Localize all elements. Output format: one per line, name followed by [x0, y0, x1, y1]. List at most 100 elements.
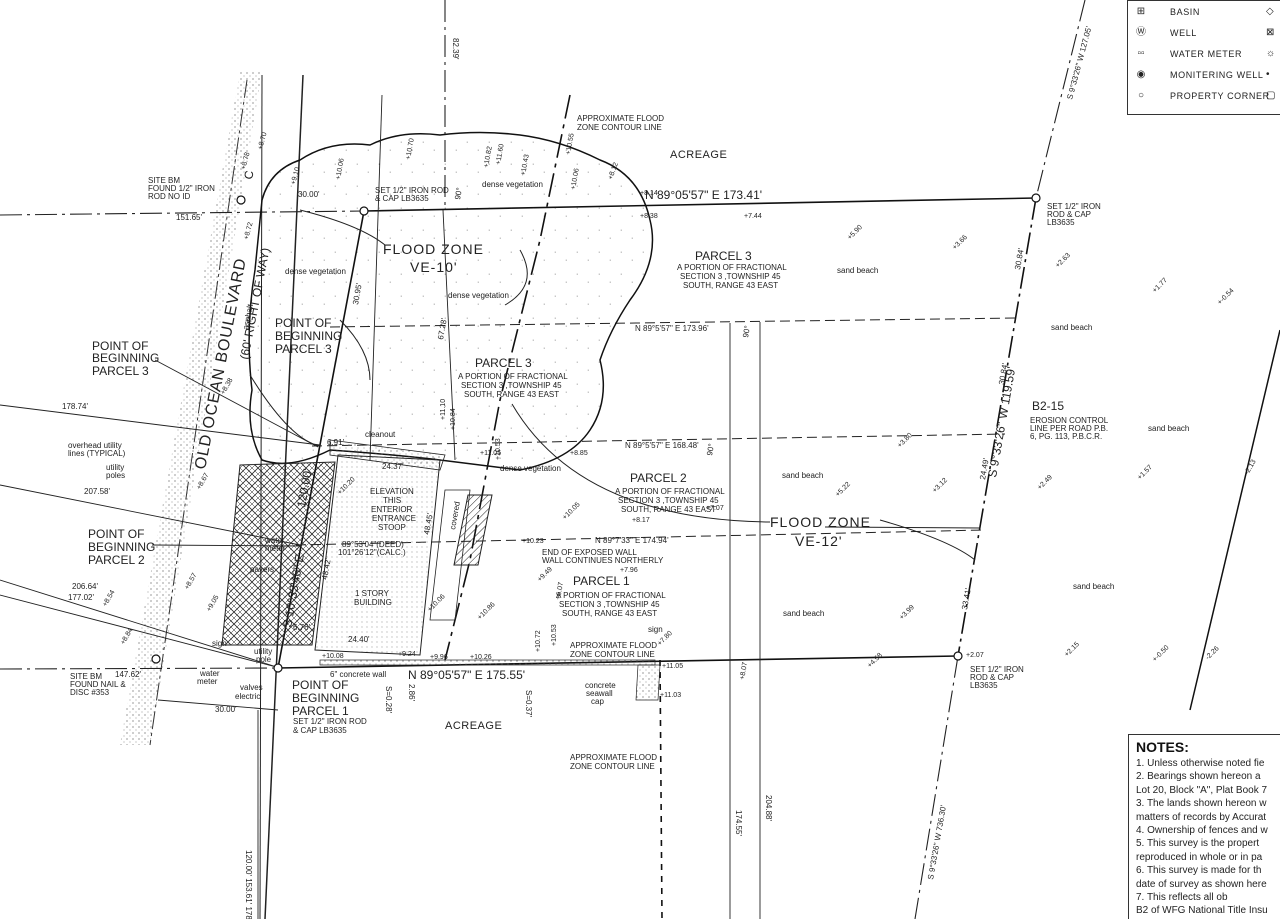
spot-elevation: +3.12 [931, 477, 949, 495]
svg-text:SOUTH, RANGE 43 EAST: SOUTH, RANGE 43 EAST [621, 505, 716, 514]
svg-text:SITE BM: SITE BM [148, 176, 180, 185]
spot-elevation: +9.10 [290, 166, 301, 185]
spot-elevation: +11.05 [480, 450, 501, 457]
svg-text:& CAP LB3635: & CAP LB3635 [375, 194, 429, 203]
flood-contour-bot-2: ZONE CONTOUR LINE [570, 762, 655, 771]
spot-elevation: +8.07 [739, 662, 749, 681]
svg-text:FOUND NAIL &: FOUND NAIL & [70, 680, 126, 689]
notes-title: NOTES: [1136, 739, 1189, 755]
svg-text:pole: pole [256, 655, 272, 664]
spot-elevation: +9.05 [206, 594, 221, 613]
parcel3-inner-title: PARCEL 3 [475, 356, 532, 370]
legend-label: PROPERTY CORNER [1170, 91, 1270, 101]
svg-text:sand beach: sand beach [1051, 323, 1092, 332]
spot-elevation: +9.24 [398, 651, 416, 658]
svg-text:A PORTION OF FRACTIONAL: A PORTION OF FRACTIONAL [458, 372, 568, 381]
svg-text:DISC #353: DISC #353 [70, 688, 110, 697]
note-line: date of survey as shown here [1136, 878, 1267, 890]
note-line: 5. This survey is the propert [1136, 838, 1260, 850]
svg-text:6.76': 6.76' [293, 623, 311, 632]
svg-text:dense vegetation: dense vegetation [285, 267, 346, 276]
svg-text:SET 1/2" IRON: SET 1/2" IRON [970, 665, 1024, 674]
parcel3-title: PARCEL 3 [695, 249, 752, 263]
svg-text:A PORTION OF FRACTIONAL: A PORTION OF FRACTIONAL [677, 263, 787, 272]
section-lines [0, 0, 1086, 919]
svg-text:6, PG. 113, P.B.C.R.: 6, PG. 113, P.B.C.R. [1030, 432, 1102, 441]
spot-elevation: +1.77 [1151, 277, 1169, 295]
svg-text:meter: meter [197, 677, 218, 686]
svg-text:207.58': 207.58' [84, 487, 110, 496]
pob2-2: BEGINNING [88, 540, 155, 554]
flood-contour-top-2: ZONE CONTOUR LINE [577, 123, 662, 132]
svg-text:utility: utility [254, 647, 272, 656]
svg-text:dense vegetation: dense vegetation [448, 291, 509, 300]
svg-text:concrete: concrete [585, 681, 616, 690]
svg-text:THIS: THIS [383, 496, 401, 505]
shoreline [1189, 329, 1280, 711]
svg-text:LB3635: LB3635 [970, 681, 998, 690]
legend-symbol-right-icon: • [1266, 69, 1270, 80]
legend-row: ▫▫WATER METER☼ [1128, 47, 1280, 61]
spot-elevation: +8.54 [102, 589, 117, 608]
dimension-lines [157, 94, 761, 919]
svg-text:ROD & CAP: ROD & CAP [970, 673, 1014, 682]
svg-text:sand beach: sand beach [1073, 582, 1114, 591]
water-meter-icon: ▫▫ [1137, 48, 1145, 59]
legend-label: BASIN [1170, 7, 1201, 17]
acreage-bottom: ACREAGE [445, 720, 502, 732]
flood-contour-mid-2: ZONE CONTOUR LINE [570, 650, 655, 659]
spot-elevation: +8.85 [570, 450, 588, 457]
parcel1-title: PARCEL 1 [573, 574, 630, 588]
svg-text:sand beach: sand beach [783, 609, 824, 618]
pob3-west-2: BEGINNING [92, 351, 159, 365]
svg-text:SECTION 3 ,TOWNSHIP 45: SECTION 3 ,TOWNSHIP 45 [618, 496, 719, 505]
svg-text:151.65': 151.65' [176, 213, 202, 222]
svg-text:ROD NO ID: ROD NO ID [148, 192, 190, 201]
spot-elevation: -2.26 [1204, 645, 1220, 661]
acreage-top: ACREAGE [670, 149, 727, 161]
svg-text:30.84': 30.84' [997, 362, 1010, 385]
pavers-driveway [221, 461, 336, 646]
svg-text:48.42': 48.42' [320, 557, 333, 580]
corner-nw [359, 206, 369, 216]
svg-text:89°53'04"(DEED): 89°53'04"(DEED) [342, 540, 404, 549]
spot-elevation: +10.06 [570, 168, 581, 191]
flood-zone-1: FLOOD ZONE [383, 241, 484, 257]
legend-row: ⊞BASIN◇ [1128, 5, 1280, 19]
svg-text:82.39': 82.39' [451, 38, 460, 60]
svg-text:206.64': 206.64' [72, 582, 98, 591]
flood-zone-2-value: VE-12' [795, 533, 843, 549]
svg-text:147.62': 147.62' [115, 670, 141, 679]
svg-text:24.40': 24.40' [348, 635, 370, 644]
spot-elevation: +10.84 [450, 408, 457, 430]
legend-symbol-right-icon: ◇ [1266, 6, 1274, 17]
spot-elevation: +1.57 [1136, 464, 1154, 482]
site-bm-bottom [151, 654, 161, 664]
svg-text:seawall: seawall [586, 689, 613, 698]
flood-zone-arrows [249, 209, 981, 561]
spot-elevation: +2.49 [1036, 474, 1054, 492]
svg-text:SOUTH, RANGE 43 EAST: SOUTH, RANGE 43 EAST [562, 609, 657, 618]
svg-text:SOUTH, RANGE 43 EAST: SOUTH, RANGE 43 EAST [464, 390, 559, 399]
spot-elevation: +10.05 [561, 501, 581, 521]
spot-elevation: +10.86 [476, 601, 496, 621]
legend-row: ○PROPERTY CORNER▢ [1128, 89, 1280, 103]
note-line: B2 of WFG National Title Insu [1136, 905, 1268, 917]
svg-text:A PORTION OF FRACTIONAL: A PORTION OF FRACTIONAL [615, 487, 725, 496]
legend-label: WELL [1170, 28, 1197, 38]
spot-elevation: +10.55 [565, 133, 576, 156]
svg-text:90°: 90° [453, 187, 464, 200]
spot-elevation: +11.10 [440, 399, 447, 420]
spot-elevation: +8.38 [640, 213, 658, 220]
note-line: 4. Ownership of fences and w [1136, 825, 1268, 837]
svg-text:LINE PER ROAD P.B.: LINE PER ROAD P.B. [1030, 424, 1108, 433]
svg-text:48.45': 48.45' [422, 512, 435, 535]
spot-elevation: +11.60 [495, 143, 506, 165]
svg-text:ENTRANCE: ENTRANCE [372, 514, 416, 523]
svg-text:2.86': 2.86' [407, 684, 416, 702]
corner-se [953, 651, 963, 661]
svg-text:A PORTION OF FRACTIONAL: A PORTION OF FRACTIONAL [556, 591, 666, 600]
svg-text:90°: 90° [741, 325, 752, 338]
